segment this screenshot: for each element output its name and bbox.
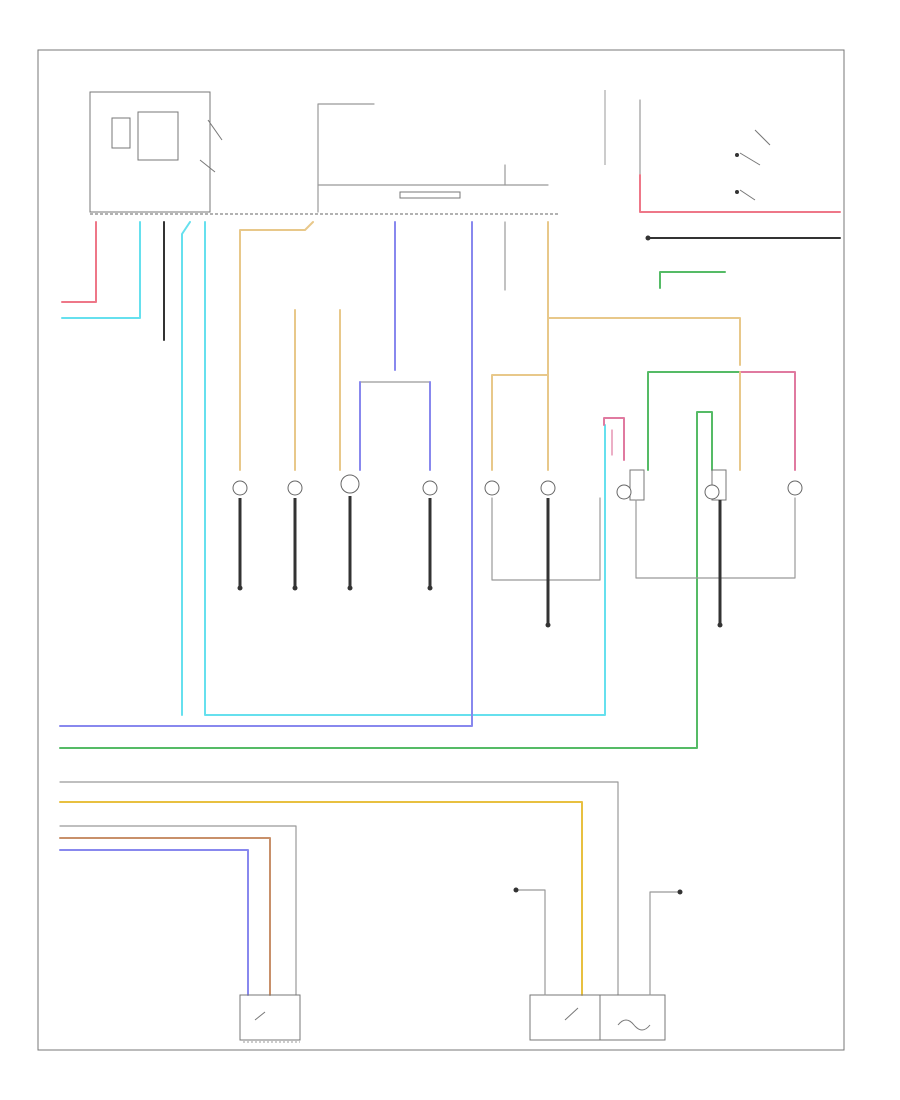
lamp-bulb-icon: [540, 480, 556, 496]
lower-harness: [59, 781, 619, 996]
lamp-bulb-icon: [484, 480, 500, 496]
lamp-bulb-icon: [616, 484, 632, 500]
lamp-row: [232, 474, 803, 500]
lamp-bulb-icon: [422, 480, 438, 496]
lamp-bulb-icon: [232, 480, 248, 496]
bottom-switch-left: [239, 994, 301, 1043]
ground-wires: [237, 496, 796, 628]
lamp-bulb-icon: [704, 484, 720, 500]
tan-lamp-feeds: [239, 221, 741, 471]
body-control-module: [604, 90, 841, 289]
headlamp-switch-module: [89, 91, 560, 215]
bottom-switch-right: [513, 887, 683, 1041]
top-power-bus: [317, 103, 549, 213]
diagram-border: [37, 49, 845, 1051]
lamp-bulb-icon: [340, 474, 360, 494]
lamp-bulb-icon: [287, 480, 303, 496]
left-feed-wires: [59, 221, 713, 749]
lamp-bulb-icon: [787, 480, 803, 496]
right-lamp-circuits: [603, 371, 796, 501]
